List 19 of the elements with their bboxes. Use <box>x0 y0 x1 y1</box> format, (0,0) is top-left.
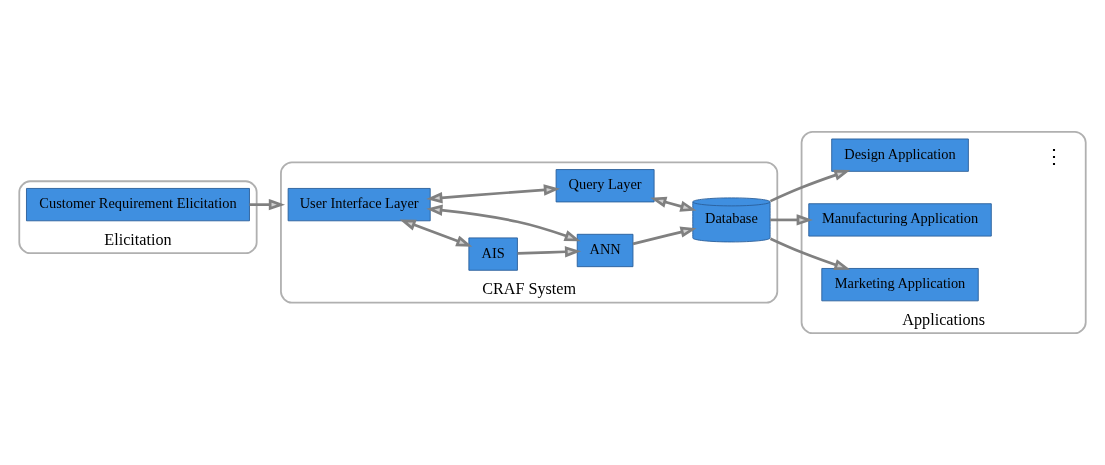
arrow <box>399 219 473 247</box>
node-box: Marketing Application <box>821 268 979 302</box>
arrow <box>769 237 851 270</box>
node-box: AIS <box>468 237 518 271</box>
label: ⋮ <box>1044 144 1065 167</box>
arrow <box>769 169 851 203</box>
arrow <box>426 184 561 204</box>
node-box: Manufacturing Application <box>808 203 992 237</box>
node-box: User Interface Layer <box>287 188 431 222</box>
node-box: Customer Requirement Elicitation <box>26 188 250 222</box>
node-box: Query Layer <box>555 169 655 203</box>
arrow <box>632 226 697 246</box>
arrow <box>517 246 582 258</box>
node-box: ANN <box>576 233 634 268</box>
arrow <box>249 198 286 211</box>
arrow <box>426 204 581 242</box>
arrow <box>650 196 697 212</box>
arrow <box>770 214 813 226</box>
node-box: Design Application <box>831 138 969 172</box>
